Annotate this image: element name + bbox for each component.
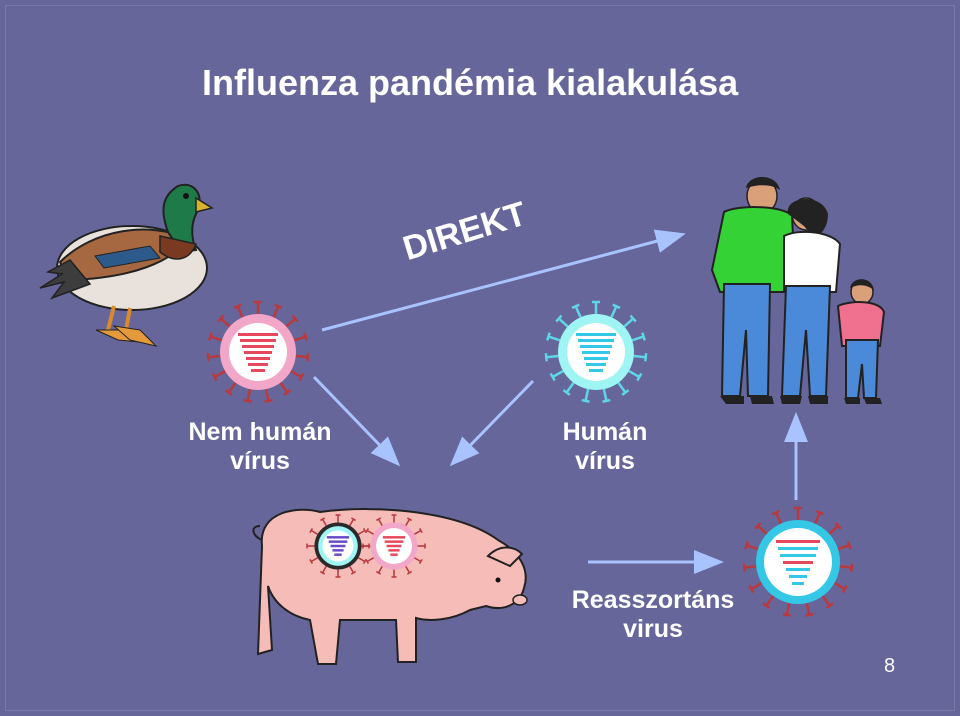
reassortant-virus-label-line1: Reasszortáns xyxy=(571,586,735,614)
human-virus-label: Humán vírus xyxy=(535,418,675,476)
human-virus-label-line1: Humán xyxy=(562,418,648,446)
pig-human-virus-icon xyxy=(306,514,370,578)
non-human-virus-label: Nem humán vírus xyxy=(180,418,340,476)
non-human-virus-label-line2: vírus xyxy=(230,447,290,475)
avian-virus-icon xyxy=(206,300,310,403)
duck-icon xyxy=(39,183,214,347)
slide-frame xyxy=(5,5,955,711)
page-number: 8 xyxy=(884,655,896,677)
slide-title: Influenza pandémia kialakulása xyxy=(202,62,739,103)
reassortant-virus-icon xyxy=(742,506,854,617)
pig-avian-virus-icon xyxy=(362,514,426,578)
man-figure xyxy=(710,177,798,404)
arrow-avian-to-pig xyxy=(312,375,401,467)
child-figure xyxy=(836,279,886,404)
arrow-human-to-pig xyxy=(449,379,535,467)
woman-figure xyxy=(780,197,842,404)
reassortant-virus-label-line2: virus xyxy=(623,615,683,643)
human-virus-label-line2: vírus xyxy=(575,447,635,475)
human-virus-icon xyxy=(544,300,648,403)
reassortant-virus-label: Reasszortáns virus xyxy=(556,586,750,644)
arrow-direct xyxy=(321,229,686,332)
non-human-virus-label-line1: Nem humán xyxy=(188,418,332,446)
family-icon xyxy=(710,177,886,404)
